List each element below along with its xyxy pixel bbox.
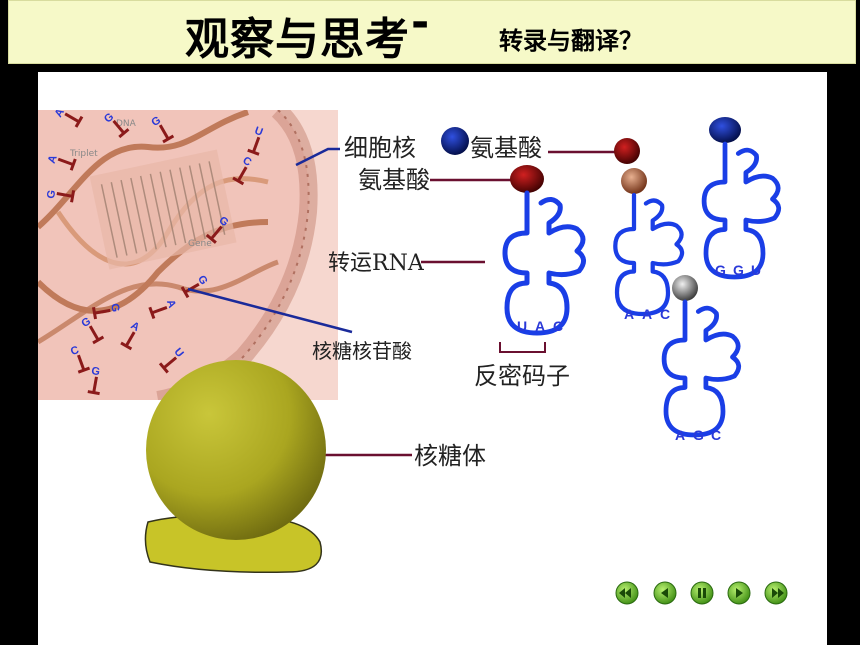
- nucleotide: C: [69, 344, 91, 374]
- anticodon-base: C: [553, 318, 563, 334]
- trna-label: 转运RNA: [328, 251, 425, 276]
- amino-acid-red-free: [614, 138, 640, 164]
- nucleotide: G: [45, 189, 76, 203]
- trna-molecules: [502, 141, 782, 438]
- nucleotide: G: [150, 114, 175, 144]
- anticodon-base: A: [624, 306, 634, 322]
- nucleotide: G: [87, 365, 101, 396]
- first-icon[interactable]: [615, 581, 639, 605]
- nucleotide-base: C: [69, 344, 81, 358]
- ribosome-large-subunit: [146, 360, 326, 540]
- nucleotide: U: [247, 125, 265, 156]
- amino-acid-trna-1: [510, 165, 544, 193]
- amino-acid-trna-2: [621, 168, 647, 194]
- nucleus-leader: [295, 147, 340, 167]
- nucleotide: A: [148, 298, 178, 320]
- dna-label: DNA: [116, 119, 137, 129]
- playback-controls: [615, 581, 788, 605]
- anticodon-base: A: [675, 427, 685, 443]
- nucleotide: G: [102, 111, 130, 139]
- anticodon-base: U: [751, 262, 761, 278]
- nucleotide: A: [53, 107, 84, 128]
- anticodon-base: U: [517, 318, 527, 334]
- nucleotide-base: U: [253, 125, 265, 139]
- prev-icon[interactable]: [653, 581, 677, 605]
- amino-acid-label-2: 氨基酸: [358, 166, 430, 194]
- page-title: 观察与思考: [185, 14, 410, 65]
- next-icon[interactable]: [727, 581, 751, 605]
- amino-acid-trna-3: [709, 117, 741, 143]
- anticodon-base: G: [693, 427, 704, 443]
- anticodon-base: C: [660, 306, 670, 322]
- amino-acid-label-1: 氨基酸: [470, 134, 542, 162]
- trna-molecule: [661, 299, 742, 438]
- pause-icon[interactable]: [690, 581, 714, 605]
- anticodon-base: A: [642, 306, 652, 322]
- title-dash: -: [411, 0, 431, 48]
- nucleotide-leader: [187, 287, 353, 334]
- nucleotide-base: G: [45, 189, 58, 200]
- anticodon-base: A: [535, 318, 545, 334]
- trna-molecule: [701, 141, 782, 280]
- last-icon[interactable]: [764, 581, 788, 605]
- nucleotide: G: [91, 303, 122, 320]
- nucleotide-base: A: [46, 154, 60, 166]
- trna-molecule: [613, 192, 685, 317]
- page-subtitle: 转录与翻译？: [499, 27, 643, 55]
- nucleotide-base: A: [53, 107, 67, 120]
- amino-acid-blue-free: [441, 127, 469, 155]
- triplet-label: Triplet: [69, 149, 98, 159]
- gene-label: Gene: [188, 239, 212, 249]
- nucleotide-base: G: [90, 365, 101, 378]
- amino-acid-trna-4: [672, 275, 698, 301]
- anticodon-base: G: [715, 262, 726, 278]
- nucleus-label: 细胞核: [344, 134, 416, 162]
- nucleotide-label: 核糖核苷酸: [312, 339, 412, 363]
- title-bar: 观察与思考 - 转录与翻译？: [8, 0, 856, 65]
- anticodon-label: 反密码子: [474, 362, 570, 390]
- trna-molecule: [502, 190, 586, 336]
- nucleotide-base: A: [164, 298, 178, 310]
- nucleotide: A: [46, 154, 77, 171]
- ribosome-label: 核糖体: [414, 442, 486, 470]
- nucleotide-base: G: [108, 303, 121, 314]
- anticodon-base: C: [711, 427, 721, 443]
- anticodon-base: G: [733, 262, 744, 278]
- anticodon-bracket: [499, 342, 546, 353]
